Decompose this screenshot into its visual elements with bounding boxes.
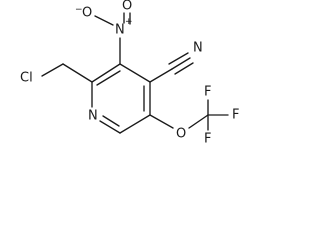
trifluoromethoxy-group [149,99,229,131]
nitro-group [94,12,131,65]
nitro-oxygen-left-charge: − [75,5,83,15]
bond-triple-2 [171,57,191,70]
bond-n-o-left [94,15,114,26]
bond-c2-c3-double [96,70,121,86]
nitrile-nitrogen-label: N [193,41,203,56]
nitro-nitrogen-charge: + [125,17,133,27]
chemical-structure-diagram: Cl N N + O − O N O F F F [20,0,239,147]
fluorine-bottom-label: F [204,132,211,147]
bond-c4-c-nitrile [149,68,173,83]
nitrile-group [149,52,194,83]
bond-o-cf3 [188,114,209,129]
bond-c6-n1-double [102,115,120,127]
bond-c2-ch2 [62,63,93,83]
bond-c3-c4 [119,63,151,83]
nitro-nitrogen-label: N [115,23,125,38]
bond-ch2-cl [41,63,64,77]
nitro-oxygen-top-label: O [122,0,132,14]
nitro-oxygen-left-label: O [82,6,92,21]
chlorine-label: Cl [20,71,33,86]
fluorine-top-label: F [204,85,211,100]
pyridine-ring [91,63,151,134]
bond-triple-3 [174,62,194,75]
bond-c6-n1 [99,120,121,134]
bond-c5-o [149,114,174,129]
bond-triple-1 [168,52,189,65]
bond-c2-c3 [91,63,121,83]
chloromethyl-group [41,63,93,83]
fluorine-right-label: F [232,108,239,123]
ring-nitrogen-label: N [88,109,98,124]
bond-c5-c6 [119,114,151,134]
ether-oxygen-label: O [176,127,186,142]
